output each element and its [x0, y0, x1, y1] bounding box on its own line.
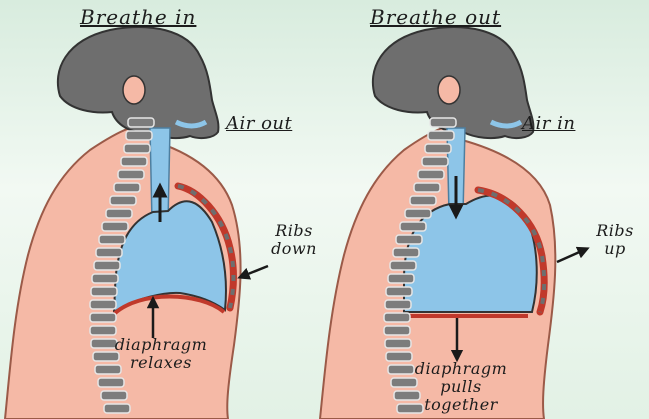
- ribs-arrow-left: [243, 266, 268, 276]
- label-air-out: Air out: [226, 114, 292, 134]
- label-diaphragm-relaxes-line1: diaphragm: [96, 336, 226, 354]
- title-breathe-in: Breathe in: [80, 6, 196, 28]
- label-ribs-down: Ribs down: [262, 222, 326, 258]
- label-ribs-up-line1: Ribs: [588, 222, 642, 240]
- label-diaphragm-relaxes: diaphragm relaxes: [96, 336, 226, 372]
- ribs-arrow-right: [557, 250, 584, 262]
- ear-left: [123, 76, 145, 104]
- title-breathe-out: Breathe out: [370, 6, 501, 28]
- label-diaphragm-pulls-together: diaphragm pulls together: [396, 360, 526, 414]
- ear-right: [438, 76, 460, 104]
- label-diaphragm-pulls-line3: together: [396, 396, 526, 414]
- label-air-in: Air in: [522, 114, 575, 134]
- label-ribs-up: Ribs up: [588, 222, 642, 258]
- label-ribs-up-line2: up: [588, 240, 642, 258]
- label-ribs-down-line1: Ribs: [262, 222, 326, 240]
- label-diaphragm-relaxes-line2: relaxes: [96, 354, 226, 372]
- label-ribs-down-line2: down: [262, 240, 326, 258]
- label-diaphragm-pulls-line2: pulls: [396, 378, 526, 396]
- label-diaphragm-pulls-line1: diaphragm: [396, 360, 526, 378]
